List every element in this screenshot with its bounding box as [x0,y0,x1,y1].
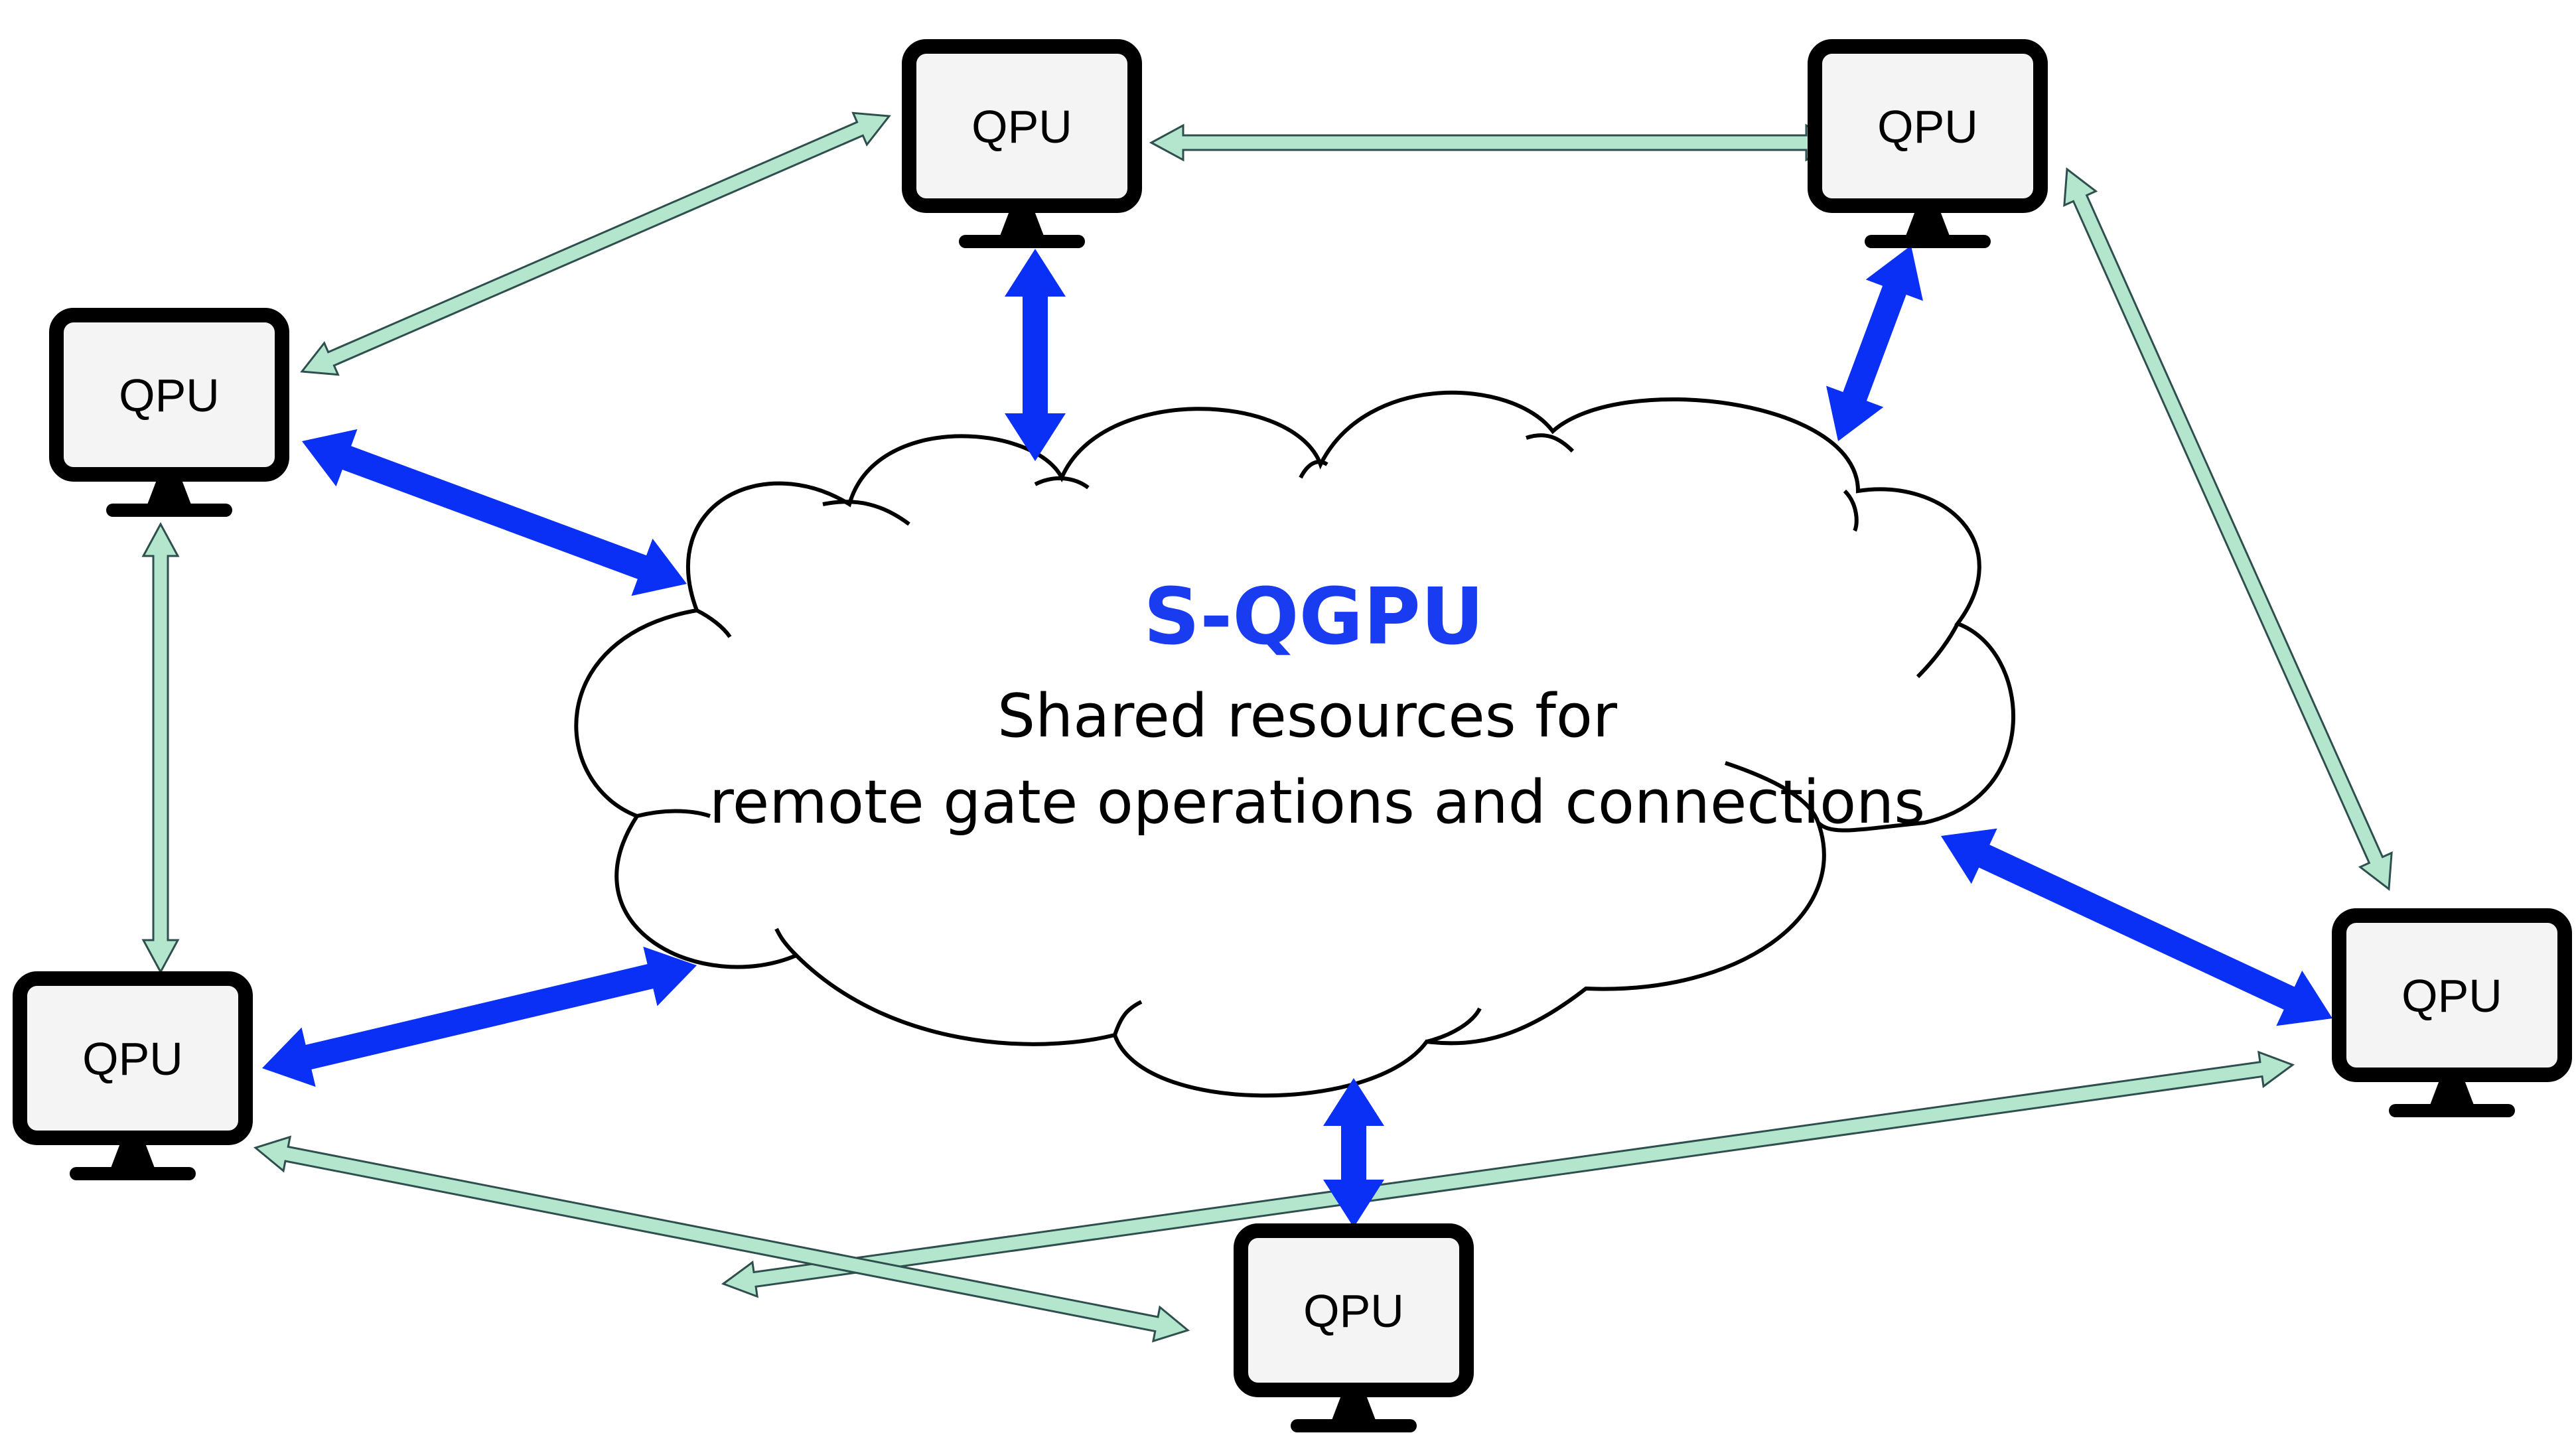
qpu-node-top-right: QPU [1808,39,2048,248]
shared-link-arrow [1941,828,2332,1026]
monitor-icon [902,39,1142,248]
cloud-subtitle-line1: Shared resources for [997,681,1617,751]
qpu-node-left-lower: QPU [13,971,253,1180]
peer-link-arrow [300,111,891,376]
shared-link-arrow [302,429,687,596]
peer-link-arrow [253,1135,1190,1343]
qpu-label: QPU [82,1033,183,1085]
qpu-label: QPU [119,370,220,421]
peer-links [141,111,2393,1343]
shared-link-arrow [1826,245,1923,441]
cloud-shape [574,390,2016,1098]
monitor-icon [1808,39,2048,248]
peer-link-arrow [721,1050,2295,1298]
qpu-label: QPU [1877,101,1978,153]
qpu-node-top-center: QPU [902,39,1142,248]
monitor-icon [49,308,289,517]
peer-link-arrow [1149,123,1841,162]
qpu-node-right: QPU [2332,908,2572,1117]
peer-link-arrow [2063,167,2393,891]
qpu-nodes: QPU QPU QPU QPU QPU QPU [13,39,2572,1432]
qpu-node-bottom-center: QPU [1234,1223,1474,1432]
shared-links [262,245,2332,1227]
qpu-node-left-upper: QPU [49,308,289,517]
qpu-label: QPU [1303,1285,1404,1337]
cloud-subtitle-line2: remote gate operations and connections [709,768,1925,837]
qpu-label: QPU [971,101,1072,153]
shared-link-arrow [1005,249,1066,461]
cloud-title: S-QGPU [1143,571,1484,662]
peer-link-arrow [141,521,180,975]
s-qgpu-cloud: S-QGPU Shared resources for remote gate … [574,390,2016,1098]
monitor-icon [13,971,253,1180]
qpu-label: QPU [2401,970,2502,1022]
shared-link-arrow [262,946,697,1087]
monitor-icon [2332,908,2572,1117]
monitor-icon [1234,1223,1474,1432]
shared-link-arrow [1323,1078,1384,1227]
